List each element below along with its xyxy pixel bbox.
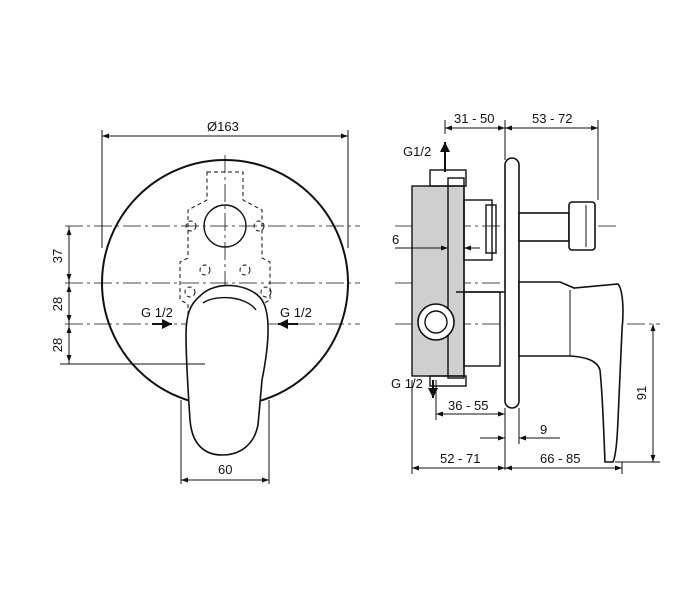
inlet-left-label: G 1/2 [141, 305, 173, 320]
dim-9-label: 9 [540, 422, 547, 437]
dim-37-label: 37 [50, 249, 65, 263]
front-view: G 1/2 G 1/2 Ø163 37 28 28 60 [50, 119, 360, 484]
dim-6-label: 6 [392, 232, 399, 247]
dim-36-55-label: 36 - 55 [448, 398, 488, 413]
diverter-knob-shaft [518, 212, 570, 242]
mounting-holes [184, 220, 272, 298]
mixer-housing [463, 291, 501, 367]
lever-handle [185, 284, 269, 456]
dim-52-71-label: 52 - 71 [440, 451, 480, 466]
cartridge-thread [485, 204, 497, 254]
pipe-connection-inner [424, 310, 448, 334]
dim-28-lower-label: 28 [50, 338, 65, 352]
outlet-top-label: G1/2 [403, 144, 431, 159]
dim-28-upper-label: 28 [50, 297, 65, 311]
pipe-connection-outer [417, 303, 455, 341]
lever-side-profile [518, 281, 624, 463]
concealed-body [411, 185, 465, 377]
diameter-label: Ø163 [207, 119, 239, 134]
diverter-knob [568, 201, 596, 251]
dim-31-50-label: 31 - 50 [454, 111, 494, 126]
cartridge-housing [463, 199, 493, 261]
dim-66-85-label: 66 - 85 [540, 451, 580, 466]
wall-plate [504, 157, 520, 409]
outlet-bottom-label: G 1/2 [391, 376, 423, 391]
lever-handle-inner-curve [202, 296, 257, 311]
diverter-circle [203, 204, 247, 248]
body-flange [447, 177, 465, 379]
dim-60-label: 60 [218, 462, 232, 477]
side-view: G1/2 G 1/2 31 - 50 53 - 72 6 36 - 55 9 5… [391, 111, 660, 474]
dim-53-72-label: 53 - 72 [532, 111, 572, 126]
dim-91-label: 91 [634, 386, 649, 400]
inlet-right-label: G 1/2 [280, 305, 312, 320]
